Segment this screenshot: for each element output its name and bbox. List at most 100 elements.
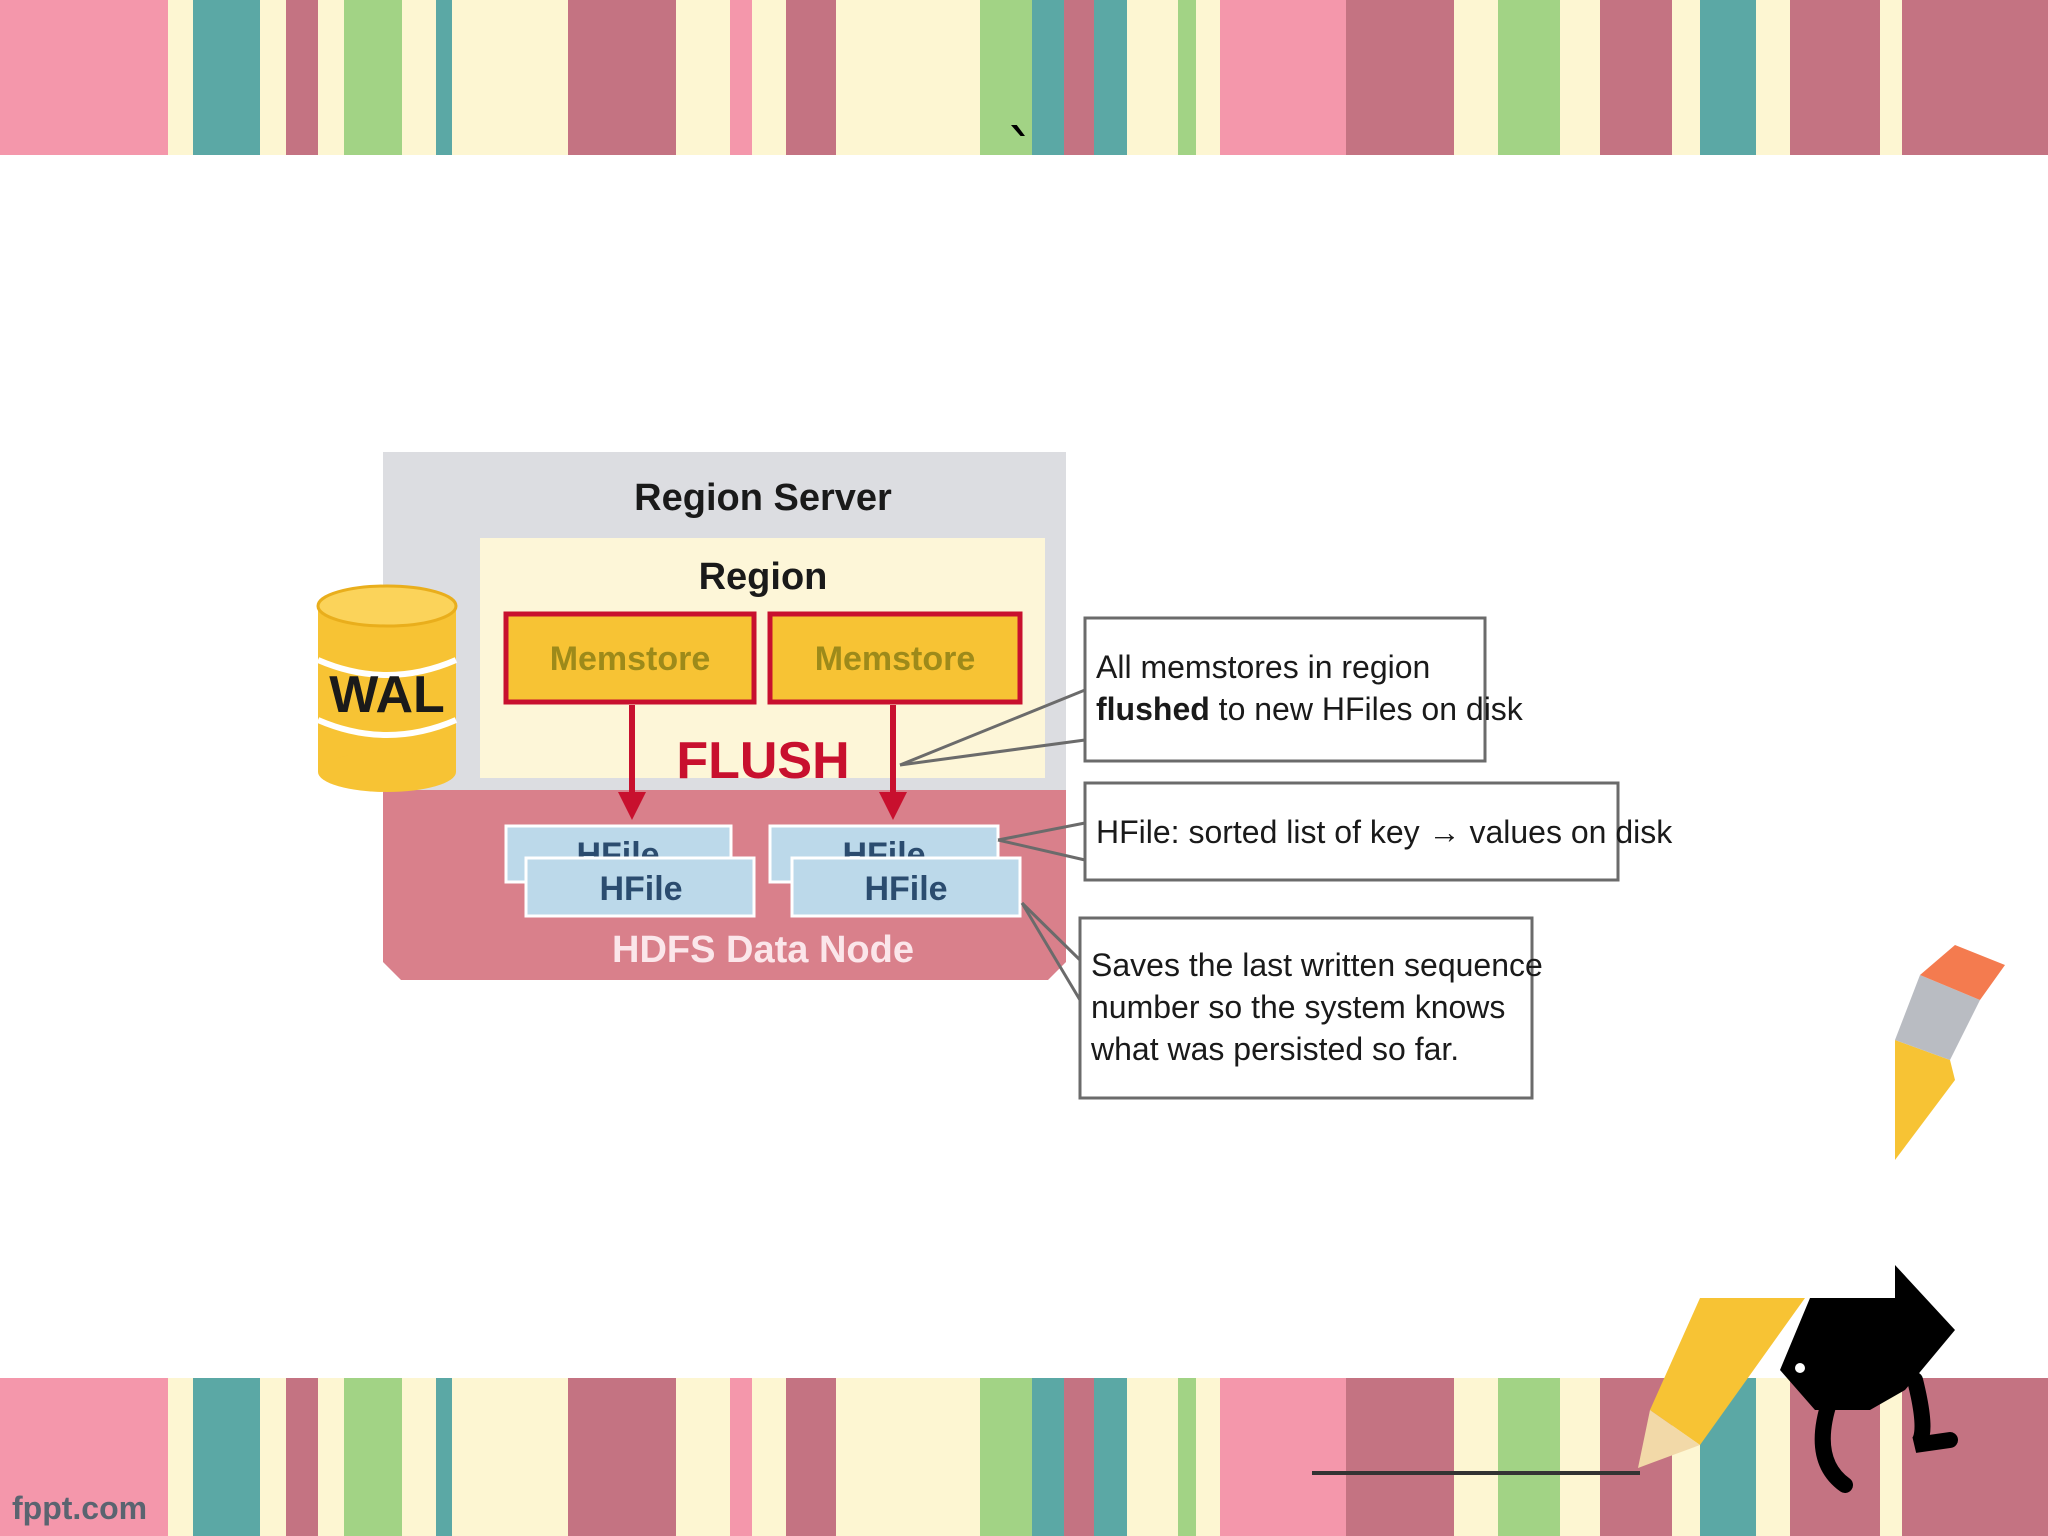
top-stripe-30 — [1700, 0, 1756, 155]
walking-arrow-icon-body — [1780, 1265, 1955, 1410]
bottom-stripe-15 — [836, 1378, 980, 1536]
bottom-stripe-21 — [1178, 1378, 1196, 1536]
walking-arrow-icon-eye — [1795, 1363, 1805, 1373]
top-stripe-11 — [676, 0, 730, 155]
top-stripe-22 — [1196, 0, 1220, 155]
flush-arrow-head-2 — [879, 792, 907, 820]
top-stripe-banner — [0, 0, 2048, 155]
top-stripe-1 — [168, 0, 193, 155]
drawing-pencil-icon-tip — [1638, 1410, 1700, 1468]
memstore-label-1: Memstore — [550, 640, 711, 678]
callout-flush-pointer-top — [899, 688, 1086, 767]
bottom-stripe-5 — [318, 1378, 344, 1536]
hfile-front-2 — [790, 856, 1022, 918]
walking-arrow-icon-leg-1 — [1814, 1392, 1853, 1493]
bottom-stripe-17 — [1032, 1378, 1064, 1536]
drawing-pencil-icon-body — [1650, 1298, 1805, 1445]
wal-bottom — [318, 752, 456, 792]
callout-flush-pointer-bottom — [899, 738, 1086, 767]
top-stripe-15 — [836, 0, 980, 155]
top-stripe-4 — [286, 0, 318, 155]
callout-flush-bold: flushed — [1096, 691, 1210, 727]
bottom-stripe-3 — [260, 1378, 286, 1536]
memstore-box-2 — [767, 611, 1023, 705]
top-stripe-0 — [0, 0, 168, 155]
top-stripe-17 — [1032, 0, 1064, 155]
bottom-stripe-23 — [1220, 1378, 1346, 1536]
bottom-stripe-4 — [286, 1378, 318, 1536]
bottom-stripe-19 — [1094, 1378, 1127, 1536]
top-stripe-2 — [193, 0, 260, 155]
callout-flush-line2: flushed to new HFiles on disk — [1096, 691, 1524, 727]
callout-hfile-pointer-top — [997, 821, 1086, 842]
bottom-stripe-33 — [1880, 1378, 1902, 1536]
top-stripe-23 — [1220, 0, 1346, 155]
wal-band-2 — [316, 717, 458, 738]
callout-sequence-pointer-top — [1020, 901, 1082, 962]
top-stripe-20 — [1127, 0, 1178, 155]
region-label: Region — [699, 556, 828, 598]
pencil-icon-ferrule — [1895, 975, 1980, 1060]
wal-top — [316, 584, 458, 628]
bottom-stripe-8 — [436, 1378, 452, 1536]
footer-brand: fppt.com — [12, 1490, 148, 1526]
wal-label: WAL — [329, 666, 445, 724]
hdfs-data-node-label: HDFS Data Node — [612, 929, 914, 971]
bottom-stripe-1 — [168, 1378, 193, 1536]
top-stripe-28 — [1600, 0, 1672, 155]
hfile-stack-1: HFile HFile — [504, 824, 756, 918]
bottom-stripe-9 — [452, 1378, 568, 1536]
hfile-stack-2: HFile HFile — [768, 824, 1022, 918]
callout-sequence-box — [1078, 916, 1534, 1100]
top-stripe-32 — [1790, 0, 1880, 155]
wal-cylinder: WAL — [316, 584, 458, 792]
bottom-stripe-2 — [193, 1378, 260, 1536]
pencil-icon-eraser — [1920, 945, 2005, 1000]
callout-hfile-pointer-bottom — [997, 838, 1086, 862]
hfile-front-1 — [524, 856, 756, 918]
top-stripe-12 — [730, 0, 752, 155]
flush-arrow-head-1 — [618, 792, 646, 820]
top-stripe-9 — [452, 0, 568, 155]
top-stripe-25 — [1454, 0, 1498, 155]
callout-flush-rest: to new HFiles on disk — [1210, 691, 1524, 727]
bottom-stripe-10 — [568, 1378, 676, 1536]
top-stripe-26 — [1498, 0, 1560, 155]
wal-band-1 — [316, 657, 458, 678]
callout-hfile-box — [1083, 781, 1620, 882]
callout-flush-box — [1083, 616, 1487, 763]
callout-sequence-line1: Saves the last written sequence — [1091, 947, 1543, 983]
bottom-stripe-20 — [1127, 1378, 1178, 1536]
bottom-stripe-12 — [730, 1378, 752, 1536]
memstore-label-2: Memstore — [815, 640, 976, 678]
bottom-stripe-13 — [752, 1378, 786, 1536]
bottom-stripe-27 — [1560, 1378, 1600, 1536]
top-stripe-21 — [1178, 0, 1196, 155]
wal-body — [318, 606, 456, 772]
region-server-label: Region Server — [634, 477, 892, 519]
top-stripe-3 — [260, 0, 286, 155]
drawing-pencil-icon — [1312, 1298, 1805, 1475]
bottom-stripe-24 — [1346, 1378, 1454, 1536]
top-stripe-33 — [1880, 0, 1902, 155]
bottom-stripe-25 — [1454, 1378, 1498, 1536]
top-stripe-16 — [980, 0, 1032, 155]
top-stripe-5 — [318, 0, 344, 155]
bottom-stripe-18 — [1064, 1378, 1094, 1536]
bottom-stripe-14 — [786, 1378, 836, 1536]
top-stripe-31 — [1756, 0, 1790, 155]
top-stripe-34 — [1902, 0, 2048, 155]
top-stripe-7 — [402, 0, 436, 155]
top-stripe-14 — [786, 0, 836, 155]
top-stripe-29 — [1672, 0, 1700, 155]
bottom-stripe-6 — [344, 1378, 402, 1536]
callout-sequence-line2: number so the system knows — [1091, 989, 1505, 1025]
top-stripe-6 — [344, 0, 402, 155]
top-stripe-10 — [568, 0, 676, 155]
bottom-stripe-16 — [980, 1378, 1032, 1536]
callout-sequence-line3: what was persisted so far. — [1090, 1031, 1459, 1067]
bottom-stripe-26 — [1498, 1378, 1560, 1536]
callout-sequence-pointer-bottom — [1020, 902, 1082, 1001]
hfile-front-label-2: HFile — [864, 870, 947, 908]
